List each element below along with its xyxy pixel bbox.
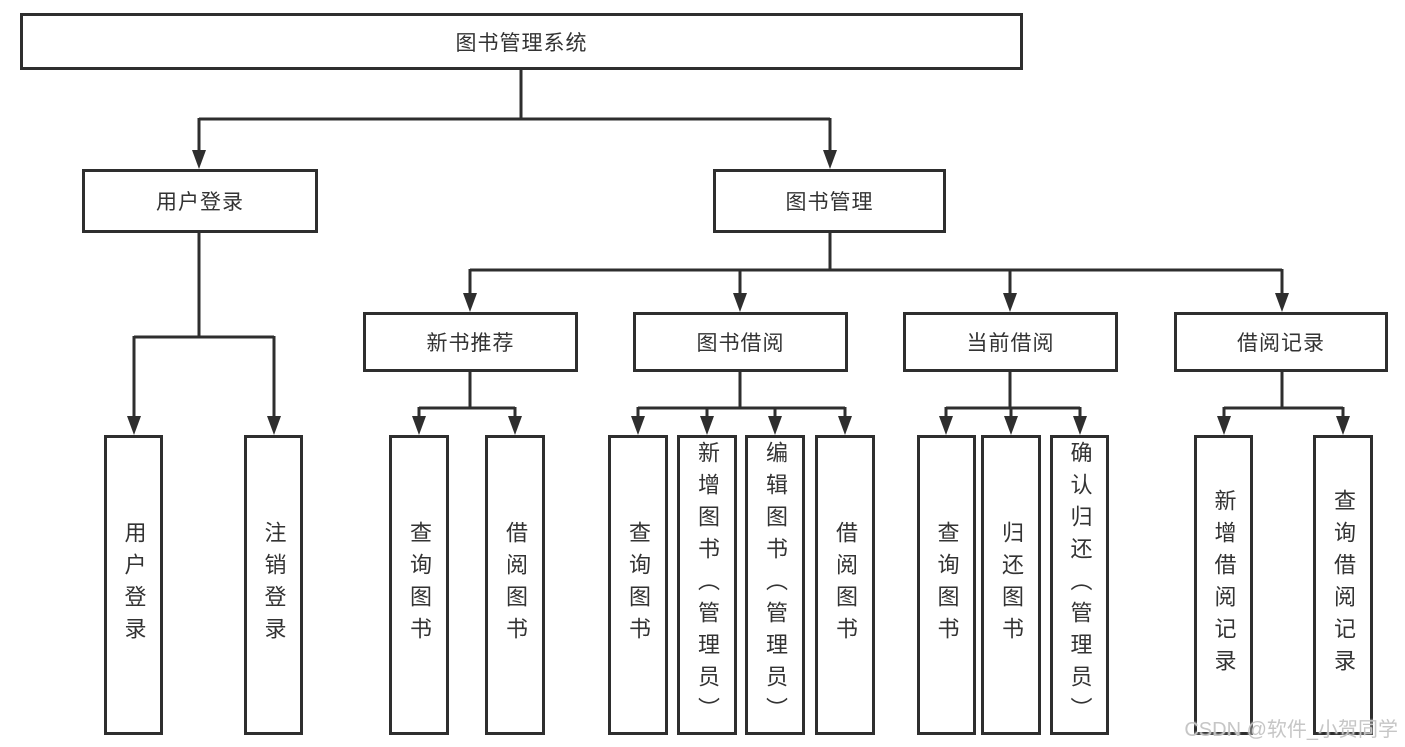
leaf-add-borrow-record: 新增借阅记录: [1194, 435, 1253, 735]
leaf-confirm-return-admin: 确认归还（管理员）: [1050, 435, 1109, 735]
node-new-book-recommendation: 新书推荐: [363, 312, 578, 372]
leaf-label: 借阅图书: [503, 521, 528, 649]
leaf-query-books-current: 查询图书: [917, 435, 976, 735]
leaf-user-login: 用户登录: [104, 435, 163, 735]
leaf-edit-books-admin: 编辑图书（管理员）: [745, 435, 805, 735]
node-label: 图书管理系统: [455, 31, 588, 55]
leaf-query-books-borrow: 查询图书: [608, 435, 668, 735]
leaf-label: 确认归还（管理员）: [1067, 441, 1093, 729]
arrowhead-icons: [127, 150, 1350, 435]
node-book-borrowing: 图书借阅: [633, 312, 848, 372]
leaf-label: 新增借阅记录: [1211, 489, 1237, 681]
leaf-label: 用户登录: [121, 521, 147, 649]
leaf-logout: 注销登录: [244, 435, 303, 735]
leaf-label: 查询图书: [626, 521, 651, 649]
node-book-management: 图书管理: [713, 169, 946, 233]
leaf-label: 查询借阅记录: [1331, 489, 1356, 681]
leaf-borrow-books-recommend: 借阅图书: [485, 435, 545, 735]
leaf-label: 借阅图书: [833, 521, 858, 649]
node-label: 借阅记录: [1237, 332, 1325, 355]
leaf-label: 注销登录: [261, 521, 287, 649]
node-label: 新书推荐: [426, 332, 515, 355]
node-borrowing-records: 借阅记录: [1174, 312, 1388, 372]
node-current-borrowing: 当前借阅: [903, 312, 1118, 372]
node-label: 当前借阅: [966, 332, 1055, 355]
leaf-label: 查询图书: [407, 521, 432, 649]
leaf-borrow-books: 借阅图书: [815, 435, 875, 735]
leaf-label: 查询图书: [934, 521, 960, 649]
leaf-return-books: 归还图书: [981, 435, 1041, 735]
node-label: 图书管理: [785, 191, 874, 214]
node-library-management-system: 图书管理系统: [20, 13, 1023, 70]
leaf-query-borrow-record: 查询借阅记录: [1313, 435, 1373, 735]
node-label: 用户登录: [156, 191, 244, 214]
node-user-login: 用户登录: [82, 169, 318, 233]
csdn-watermark: CSDN @软件_小贺同学: [1184, 719, 1398, 741]
leaf-query-books-recommend: 查询图书: [389, 435, 449, 735]
leaf-label: 归还图书: [999, 521, 1024, 649]
node-label: 图书借阅: [696, 332, 785, 355]
leaf-label: 编辑图书（管理员）: [763, 441, 788, 729]
leaf-add-books-admin: 新增图书（管理员）: [677, 435, 737, 735]
leaf-label: 新增图书（管理员）: [695, 441, 720, 729]
